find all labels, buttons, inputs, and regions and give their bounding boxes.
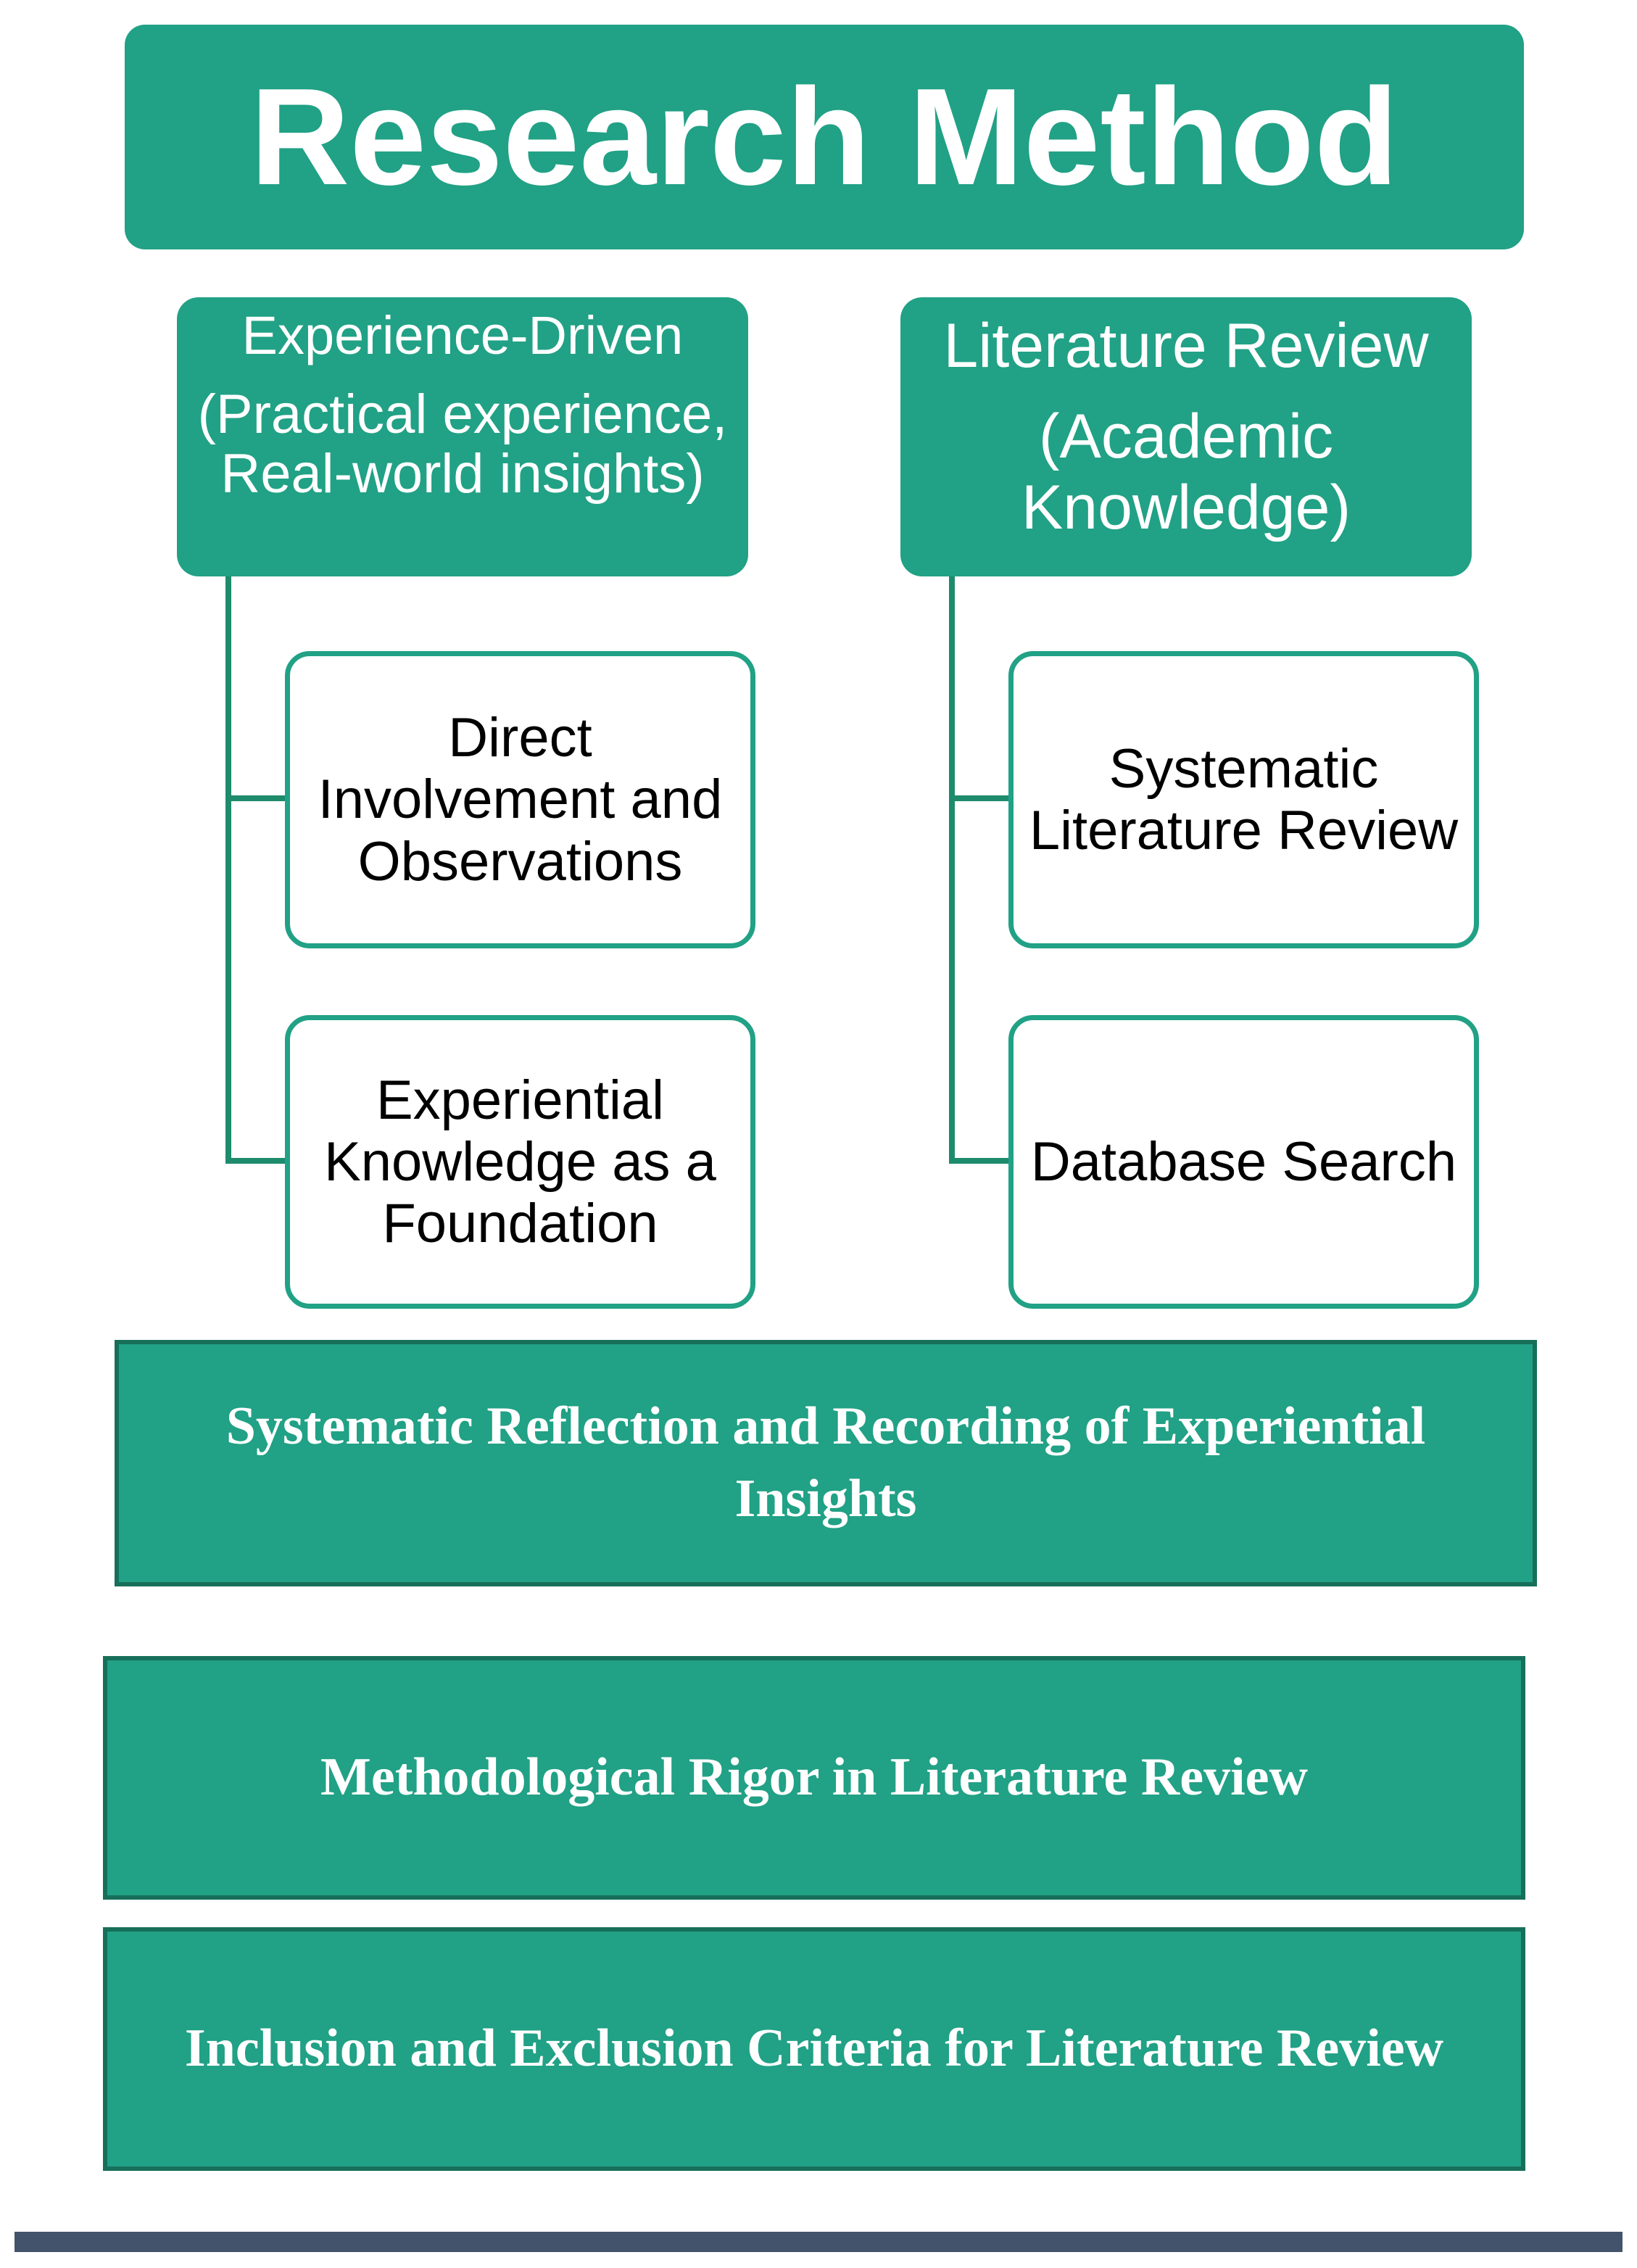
band-methodological-rigor: Methodological Rigor in Literature Revie…	[103, 1656, 1525, 1900]
item-label: Systematic Literature Review	[1029, 737, 1459, 861]
item-systematic-literature-review: Systematic Literature Review	[1008, 651, 1479, 948]
category-literature-review: Literature Review (Academic Knowledge)	[900, 297, 1472, 576]
research-method-title: Research Method	[125, 25, 1524, 249]
category-heading: Literature Review	[943, 311, 1429, 381]
item-experiential-knowledge: Experiential Knowledge as a Foundation	[285, 1015, 755, 1309]
item-label: Experiential Knowledge as a Foundation	[324, 1069, 716, 1255]
category-subtitle: (Academic Knowledge)	[1021, 401, 1351, 543]
connector-right-vertical	[949, 576, 955, 1162]
band-inclusion-exclusion: Inclusion and Exclusion Criteria for Lit…	[103, 1927, 1525, 2171]
category-heading: Experience-Driven	[241, 305, 684, 365]
item-direct-involvement: Direct Involvement and Observations	[285, 651, 755, 948]
category-experience-driven: Experience-Driven (Practical experience,…	[177, 297, 748, 576]
category-subtitle: (Practical experience, Real-world insigh…	[197, 384, 728, 505]
item-label: Direct Involvement and Observations	[318, 707, 723, 893]
connector-left-vertical	[225, 576, 231, 1162]
connector-right-branch-2	[949, 1158, 1011, 1164]
band-systematic-reflection: Systematic Reflection and Recording of E…	[115, 1340, 1537, 1586]
connector-left-branch-1	[225, 795, 288, 801]
band-label: Methodological Rigor in Literature Revie…	[320, 1747, 1308, 1808]
band-label: Inclusion and Exclusion Criteria for Lit…	[184, 2019, 1444, 2079]
title-text: Research Method	[250, 60, 1398, 214]
item-database-search: Database Search	[1008, 1015, 1479, 1309]
band-label: Systematic Reflection and Recording of E…	[225, 1396, 1426, 1528]
item-label: Database Search	[1030, 1130, 1457, 1193]
bottom-divider	[14, 2232, 1623, 2252]
connector-right-branch-1	[949, 795, 1011, 801]
connector-left-branch-2	[225, 1158, 288, 1164]
